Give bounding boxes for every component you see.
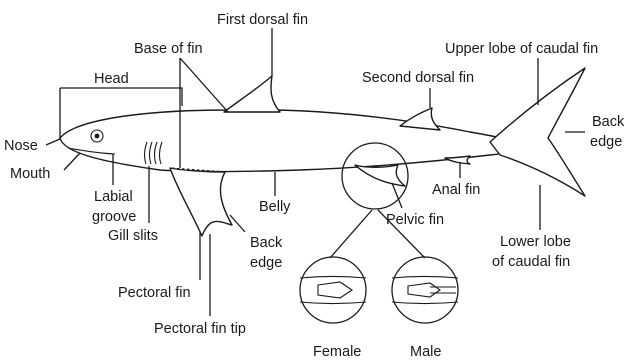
label-labial-groove-line2: groove [92,209,136,225]
female-circle [300,257,366,323]
label-lower-lobe-line1: Lower lobe [500,234,571,250]
label-base-of-fin: Base of fin [134,41,203,57]
first-dorsal-fin [224,76,280,112]
label-back-edge-pectoral-line2: edge [250,255,282,271]
label-pelvic-fin: Pelvic fin [386,212,444,228]
label-first-dorsal-fin: First dorsal fin [217,12,308,28]
female-detail [300,257,366,323]
label-back-edge-caudal-line2: edge [590,134,622,150]
label-back-edge-caudal-line1: Back [592,114,625,130]
label-nose: Nose [4,138,38,154]
label-back-edge-pectoral-line1: Back [250,235,283,251]
label-second-dorsal-fin: Second dorsal fin [362,70,474,86]
label-upper-lobe-caudal: Upper lobe of caudal fin [445,41,598,57]
male-circle [392,257,458,323]
label-lower-lobe-line2: of caudal fin [492,254,570,270]
label-pectoral-fin-tip: Pectoral fin tip [154,321,246,337]
label-anal-fin: Anal fin [432,182,480,198]
label-head: Head [94,71,129,87]
label-pectoral-fin: Pectoral fin [118,285,191,301]
eye-pupil [95,134,100,139]
label-female: Female [313,344,361,360]
label-belly: Belly [259,199,291,215]
label-labial-groove-line1: Labial [94,189,133,205]
pelvic-fin-body [355,165,405,186]
label-gill-slits: Gill slits [108,228,158,244]
label-male: Male [410,344,441,360]
shark-illustration [60,68,585,236]
pectoral-fin [170,168,232,236]
female-connector-line [330,210,372,258]
male-detail [392,257,458,323]
label-mouth: Mouth [10,166,50,182]
